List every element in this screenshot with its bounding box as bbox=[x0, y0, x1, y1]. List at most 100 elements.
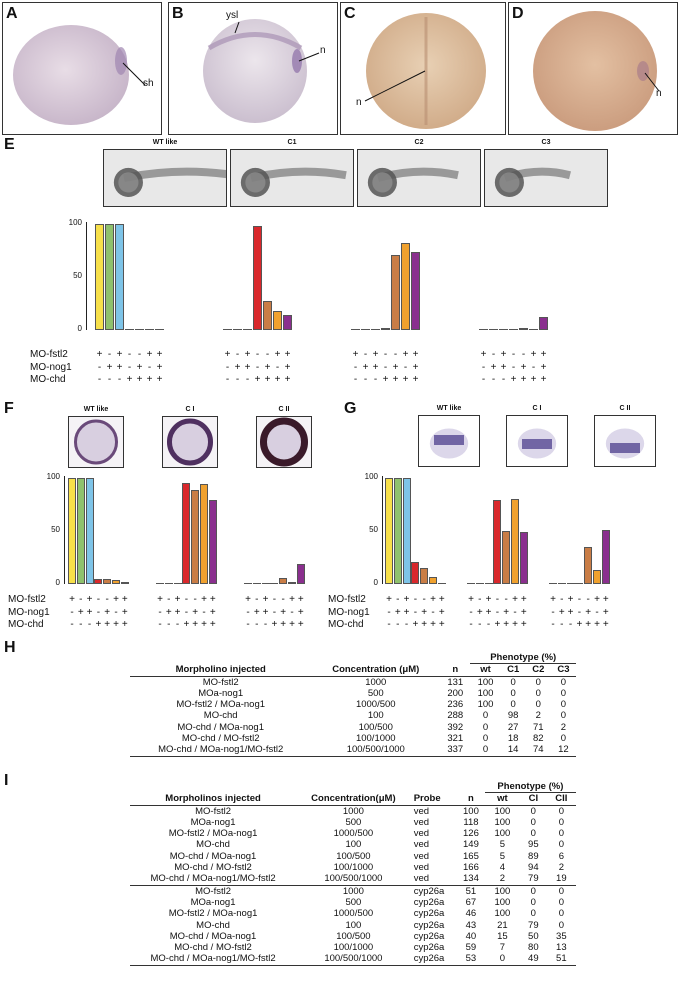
sign-marker: - bbox=[504, 594, 508, 605]
sign-marker: - bbox=[478, 619, 482, 630]
row-label: MO-fstl2 bbox=[328, 594, 366, 605]
table-cell: 100 bbox=[494, 805, 511, 817]
sign-marker: - bbox=[246, 606, 250, 618]
sign-marker: + bbox=[372, 361, 379, 373]
sign-marker: + bbox=[585, 606, 592, 618]
table-cell: 166 bbox=[463, 862, 479, 874]
table-cell: cyp26a bbox=[413, 953, 445, 965]
y-tick-label: 100 bbox=[46, 472, 60, 481]
table-cell: 500 bbox=[345, 816, 362, 828]
panel-e-letter: E bbox=[4, 136, 15, 153]
bar-c3-1 bbox=[479, 329, 488, 330]
bar-c-ii-6 bbox=[288, 581, 296, 584]
sign-marker: - bbox=[255, 349, 260, 360]
sign-marker: - bbox=[383, 349, 388, 360]
sign-marker: - bbox=[235, 374, 240, 385]
panel-b-photo bbox=[168, 2, 338, 135]
row-label: MO-nog1 bbox=[8, 606, 50, 618]
bar-c-i-6 bbox=[200, 484, 208, 584]
sign-marker: - bbox=[486, 619, 491, 630]
table-cell: 0 bbox=[558, 908, 564, 920]
sign-marker: + bbox=[156, 349, 163, 360]
sign-marker: - bbox=[255, 594, 259, 605]
sign-marker: + bbox=[121, 606, 128, 618]
table-cell: cyp26a bbox=[413, 930, 445, 942]
sign-marker: - bbox=[363, 349, 368, 360]
table-cell: MO-fstl2 / MOa-nog1 bbox=[168, 828, 258, 840]
sign-marker: + bbox=[234, 361, 241, 373]
sign-marker: + bbox=[280, 606, 287, 618]
bar-wt-like-4 bbox=[411, 561, 420, 584]
table-cell: 321 bbox=[447, 733, 464, 745]
thumbnail-photo bbox=[103, 149, 227, 207]
sign-marker: + bbox=[244, 361, 251, 373]
sign-marker: - bbox=[586, 594, 590, 605]
table-cell: MOa-nog1 bbox=[190, 816, 236, 828]
bar-c3-5 bbox=[519, 327, 528, 330]
sign-marker: + bbox=[192, 619, 199, 630]
table-cell: 0 bbox=[535, 676, 541, 688]
sign-marker: + bbox=[146, 374, 153, 385]
sign-marker: + bbox=[485, 606, 492, 618]
table-cell: 0 bbox=[558, 919, 564, 931]
y-tick-label: 0 bbox=[77, 324, 82, 333]
table-cell: 40 bbox=[465, 930, 477, 942]
y-axis bbox=[86, 222, 87, 330]
label-n-b: n bbox=[320, 45, 326, 56]
table-cell: 0 bbox=[482, 733, 489, 745]
panel-b-letter: B bbox=[172, 5, 184, 22]
sign-marker: - bbox=[478, 594, 482, 605]
table-cell: 13 bbox=[556, 942, 567, 954]
bar-c-i-3 bbox=[173, 583, 182, 584]
row-label: MO-fstl2 bbox=[30, 349, 68, 360]
table-header-cell: C2 bbox=[532, 664, 545, 676]
sign-marker: + bbox=[394, 606, 401, 618]
sign-marker: - bbox=[137, 349, 142, 360]
bar-c-ii-1 bbox=[244, 583, 252, 584]
sign-marker: + bbox=[382, 374, 389, 385]
table-cell: MOa-nog1 bbox=[190, 896, 236, 908]
sign-marker: + bbox=[262, 594, 269, 605]
table-cell: 95 bbox=[528, 839, 539, 851]
table-cell: 0 bbox=[530, 896, 536, 908]
table-cell: MO-chd / MOa-nog1/MO-fstl2 bbox=[158, 744, 284, 756]
sign-marker: + bbox=[540, 361, 547, 373]
sign-marker: + bbox=[421, 606, 428, 618]
sign-marker: + bbox=[77, 606, 84, 618]
bar-wt-like-1 bbox=[68, 478, 76, 584]
bar-c2-7 bbox=[411, 251, 420, 330]
y-axis bbox=[382, 476, 383, 584]
sign-marker: - bbox=[117, 374, 122, 385]
table-cell: 79 bbox=[528, 919, 539, 931]
thumbnail-photo bbox=[357, 149, 481, 207]
bar-c-ii-2 bbox=[252, 583, 261, 584]
panel-f-letter: F bbox=[4, 400, 14, 417]
table-cell: 19 bbox=[556, 873, 567, 885]
sign-marker: + bbox=[297, 619, 304, 630]
bar-wt-like-7 bbox=[155, 329, 164, 330]
sign-marker: - bbox=[265, 349, 270, 360]
table-cell: 134 bbox=[463, 873, 479, 885]
thumbnail-photo bbox=[484, 149, 608, 207]
table-header-cell: n bbox=[468, 793, 474, 805]
group-caption: WT like bbox=[436, 405, 462, 412]
sign-marker: + bbox=[602, 594, 609, 605]
y-axis bbox=[64, 476, 65, 584]
sign-marker: - bbox=[531, 361, 536, 373]
bar-wt-like-6 bbox=[112, 579, 120, 584]
sign-marker: + bbox=[113, 594, 119, 605]
sign-marker: + bbox=[412, 349, 419, 360]
table-cell: cyp26a bbox=[413, 942, 445, 954]
table-cell: 100/500 bbox=[336, 850, 371, 862]
sign-marker: - bbox=[96, 606, 101, 618]
table-cell: 1000/500 bbox=[333, 908, 374, 920]
